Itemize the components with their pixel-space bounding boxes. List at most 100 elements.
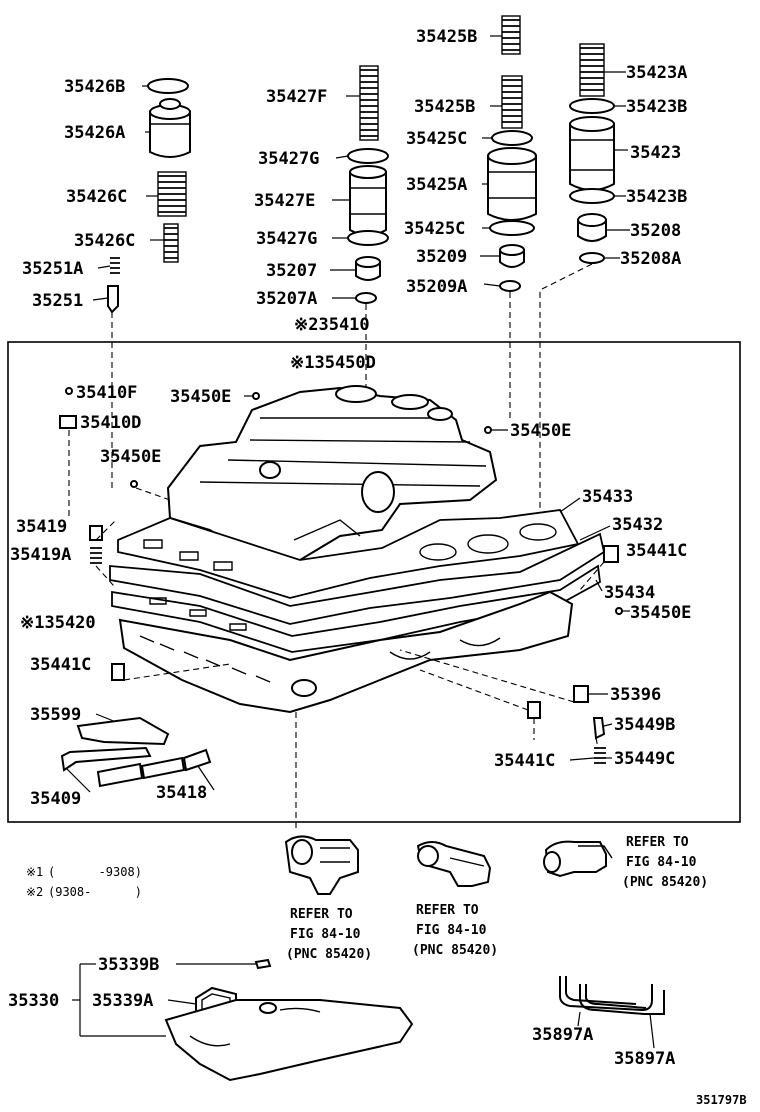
solenoid-left	[284, 835, 359, 895]
part-35425A-piston	[487, 147, 537, 221]
label-35425C-top: 35425C	[406, 129, 467, 149]
lower-valve-body	[118, 590, 574, 714]
label-35423: 35423	[630, 143, 681, 163]
label-35423B-top: 35423B	[626, 97, 687, 117]
part-35209-plug	[499, 244, 525, 268]
label-35423A: 35423A	[626, 63, 687, 83]
reference-line: REFER TO	[290, 907, 353, 922]
label-35208: 35208	[630, 221, 681, 241]
part-35427F-spring	[359, 65, 379, 141]
note-1-mark: ※1	[26, 865, 43, 879]
part-35208A-ring	[579, 252, 605, 264]
manual-valve-35418	[96, 748, 215, 791]
detent-spring-35599	[76, 716, 170, 746]
label-35425B-top: 35425B	[416, 27, 477, 47]
label-35251: 35251	[32, 291, 83, 311]
reference-line: FIG 84-10	[290, 927, 361, 942]
label-35427G: 35427G	[256, 229, 317, 249]
figure-id: 351797B	[696, 1093, 747, 1107]
part-35426B-ring	[147, 78, 189, 94]
top-leaders	[92, 35, 630, 301]
label-35427G-top: 35427G	[258, 149, 319, 169]
part-35425C-ring-bottom	[489, 220, 535, 236]
drain-plug-35339B	[254, 958, 272, 970]
label-35450E-b: 35450E	[510, 421, 571, 441]
part-35207-plug	[355, 256, 381, 281]
reference-line: (PNC 85420)	[412, 943, 498, 958]
label-35330: 35330	[8, 991, 59, 1011]
part-35425C-ring-top	[491, 130, 533, 146]
label-35425C-bot: 35425C	[404, 219, 465, 239]
note-2-mark: ※2	[26, 885, 43, 899]
reference-right: REFER TO FIG 84-10 (PNC 85420)	[622, 835, 708, 890]
part-35209A-ring	[499, 280, 521, 292]
label-35427E: 35427E	[254, 191, 315, 211]
label-35426C-top: 35426C	[66, 187, 127, 207]
reference-line: (PNC 85420)	[286, 947, 372, 962]
label-35441C-a: 35441C	[626, 541, 687, 561]
label-35409: 35409	[30, 789, 81, 809]
label-35209: 35209	[416, 247, 467, 267]
notes: ※1 ( -9308) ※2 (9308- )	[26, 865, 142, 899]
note-2-text: (9308- )	[48, 885, 142, 899]
label-35432: 35432	[612, 515, 663, 535]
label-35420: ※135420	[20, 613, 96, 633]
solenoid-right	[543, 840, 613, 878]
part-35427G-ring-top	[347, 148, 389, 164]
frame-leaders	[68, 395, 630, 761]
part-35425B-spring	[501, 75, 523, 129]
oil-pan-leaders	[72, 963, 256, 1037]
label-35441C-b: 35441C	[30, 655, 91, 675]
reference-line: REFER TO	[626, 835, 689, 850]
reference-line: (PNC 85420)	[622, 875, 708, 890]
alignment-lines-top	[111, 263, 593, 520]
part-35425B-spring-top	[501, 15, 521, 55]
label-35449B: 35449B	[614, 715, 675, 735]
label-35426B: 35426B	[64, 77, 125, 97]
reference-middle: REFER TO FIG 84-10 (PNC 85420)	[412, 903, 498, 958]
label-35450E-a: 35450E	[170, 387, 231, 407]
label-35425A: 35425A	[406, 175, 467, 195]
label-35449C: 35449C	[614, 749, 675, 769]
part-35427E-piston	[349, 165, 387, 236]
label-35396: 35396	[610, 685, 661, 705]
note-1-text: ( -9308)	[48, 865, 142, 879]
part-35426A-plug	[149, 98, 191, 158]
label-35897A-a: 35897A	[532, 1025, 593, 1045]
part-number-labels: 35425B 35423A 35426B 35427F 35425B 35423…	[8, 27, 691, 1069]
small-parts-in-frame	[59, 387, 623, 764]
label-35339A: 35339A	[92, 991, 153, 1011]
label-35450D: ※135450D	[290, 353, 376, 373]
label-35251A: 35251A	[22, 259, 83, 279]
linkage-leaders	[65, 767, 91, 793]
part-35423B-ring-top	[569, 98, 615, 114]
solenoid-middle	[416, 841, 492, 887]
label-35208A: 35208A	[620, 249, 681, 269]
reference-left: REFER TO FIG 84-10 (PNC 85420)	[286, 907, 372, 962]
oil-pan-35330	[164, 999, 414, 1082]
label-35434: 35434	[604, 583, 655, 603]
part-35426C-spring-large	[157, 171, 187, 217]
label-35410D: 35410D	[80, 413, 141, 433]
part-35423A-spring	[579, 43, 605, 97]
upper-valve-body	[166, 385, 498, 561]
label-35433: 35433	[582, 487, 633, 507]
part-35251-pin	[107, 285, 119, 314]
label-35450E-d: 35450E	[630, 603, 691, 623]
lever-35409	[60, 746, 152, 772]
valve-body-assembly-frame	[7, 341, 741, 823]
label-35599: 35599	[30, 705, 81, 725]
label-35897A-b: 35897A	[614, 1049, 675, 1069]
part-35426C-spring-small	[163, 223, 179, 263]
reference-line: FIG 84-10	[626, 855, 697, 870]
part-35208-plug	[577, 213, 607, 242]
cooler-tubes-35897A	[559, 976, 665, 1049]
label-35410: ※235410	[294, 315, 370, 335]
part-35423-piston	[569, 116, 615, 191]
label-35426A: 35426A	[64, 123, 125, 143]
label-35207A: 35207A	[256, 289, 317, 309]
label-35450E-c: 35450E	[100, 447, 161, 467]
label-35426C: 35426C	[74, 231, 135, 251]
label-35418: 35418	[156, 783, 207, 803]
